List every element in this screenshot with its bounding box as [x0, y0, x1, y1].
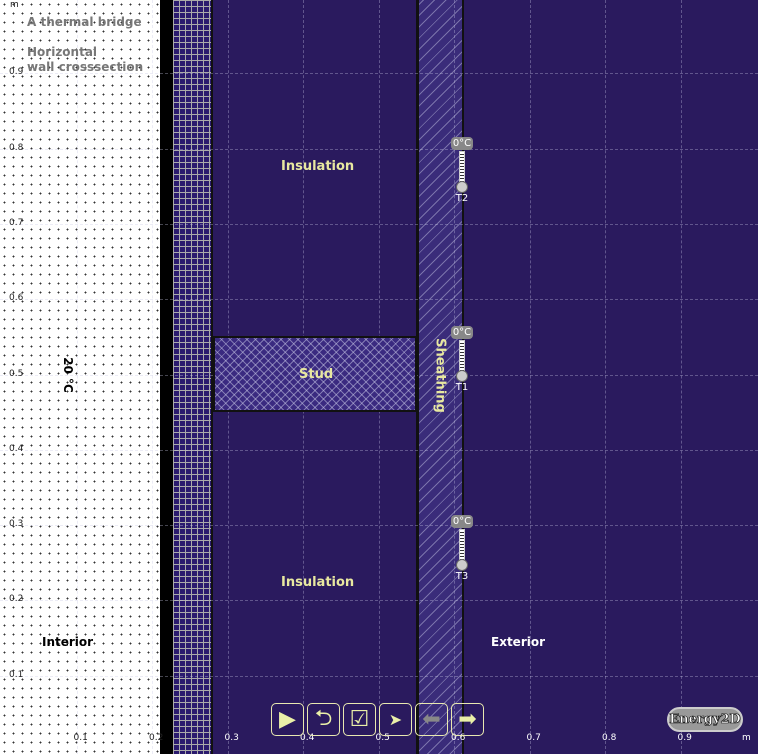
- x-tick-label: 0.1: [73, 733, 88, 743]
- arrow-right-icon: ➡: [458, 707, 477, 732]
- sheathing-label: Sheathing: [432, 338, 448, 413]
- grid-line: [0, 675, 758, 677]
- snapshot-icon: ☑: [349, 707, 370, 732]
- thermometer-bulb: [456, 370, 468, 382]
- thermometer-t1[interactable]: 0°C T1: [447, 320, 477, 393]
- title: A thermal bridge: [27, 15, 142, 29]
- y-tick-label: 0.4: [9, 443, 24, 454]
- interior-temperature: 20 °C: [60, 357, 75, 393]
- insulation-bottom-label: Insulation: [281, 575, 355, 590]
- grid-line: [0, 73, 758, 75]
- x-tick-label: 0.5: [375, 733, 390, 743]
- grid-line: [0, 449, 758, 451]
- y-tick-label: 0.9: [9, 67, 24, 78]
- x-tick-label: 0.6: [451, 733, 466, 743]
- thermometer-reading: 0°C: [450, 515, 474, 528]
- thermometer-icon: [459, 340, 465, 372]
- stud[interactable]: [213, 336, 417, 412]
- thermometer-name: T3: [455, 571, 469, 582]
- x-tick-label: 0.3: [224, 733, 239, 743]
- y-tick-label: 0.5: [9, 368, 24, 379]
- sheathing-layer[interactable]: [416, 0, 464, 754]
- reset-icon: ⮌: [314, 705, 333, 731]
- thermometer-reading: 0°C: [450, 326, 474, 339]
- grid-line: [0, 600, 758, 602]
- grid-line: [454, 0, 455, 754]
- x-axis-unit: m: [742, 733, 751, 743]
- select-button[interactable]: ➤: [379, 703, 412, 736]
- interior-region: [0, 0, 160, 754]
- pointer-icon: ➤: [388, 710, 403, 729]
- energy2d-logo[interactable]: Energy2D: [667, 707, 743, 732]
- grid-line: [680, 0, 682, 754]
- exterior-label: Exterior: [491, 635, 546, 649]
- y-tick-label: 0.8: [9, 142, 24, 153]
- drywall-layer[interactable]: [173, 0, 213, 754]
- snapshot-button[interactable]: ☑: [343, 703, 376, 736]
- thermometer-bulb: [456, 181, 468, 193]
- y-tick-label: 0.7: [9, 217, 24, 228]
- y-tick-label: 0.6: [9, 293, 24, 304]
- grid-line: [529, 0, 531, 754]
- grid-line: [605, 0, 606, 754]
- x-tick-label: 0.2: [149, 733, 164, 743]
- y-tick-label: 0.2: [9, 594, 24, 605]
- thermometer-icon: [459, 529, 465, 561]
- reset-button[interactable]: ⮌: [307, 703, 340, 736]
- thermometer-bulb: [456, 559, 468, 571]
- thermometer-name: T2: [455, 193, 469, 204]
- forward-button[interactable]: ➡: [451, 703, 484, 736]
- grid-line: [0, 299, 758, 301]
- insulation-top-label: Insulation: [281, 159, 355, 174]
- grid-line: [76, 0, 78, 754]
- wall-boundary: [160, 0, 173, 754]
- thermometer-name: T1: [455, 382, 469, 393]
- grid-line: [0, 525, 758, 527]
- grid-line: [152, 0, 153, 754]
- x-tick-label: 0.4: [300, 733, 315, 743]
- x-tick-label: 0.8: [602, 733, 617, 743]
- play-icon: ▶: [279, 707, 296, 732]
- y-tick-label: 0.3: [9, 519, 24, 530]
- subtitle-line1: Horizontal: [27, 45, 98, 59]
- subtitle-line2: wall crosssection: [27, 60, 144, 74]
- stud-label: Stud: [299, 367, 334, 382]
- y-axis-unit: m: [10, 0, 19, 10]
- grid-line: [0, 148, 758, 150]
- interior-label: Interior: [42, 635, 94, 649]
- play-button[interactable]: ▶: [271, 703, 304, 736]
- thermometer-t2[interactable]: 0°C T2: [447, 131, 477, 204]
- arrow-left-icon: ⬅: [422, 707, 441, 732]
- thermometer-reading: 0°C: [450, 137, 474, 150]
- y-tick-label: 0.1: [9, 669, 24, 680]
- back-button[interactable]: ⬅: [415, 703, 448, 736]
- x-tick-label: 0.9: [677, 733, 692, 743]
- thermometer-icon: [459, 151, 465, 183]
- thermometer-t3[interactable]: 0°C T3: [447, 509, 477, 582]
- grid-line: [0, 223, 758, 225]
- x-tick-label: 0.7: [526, 733, 541, 743]
